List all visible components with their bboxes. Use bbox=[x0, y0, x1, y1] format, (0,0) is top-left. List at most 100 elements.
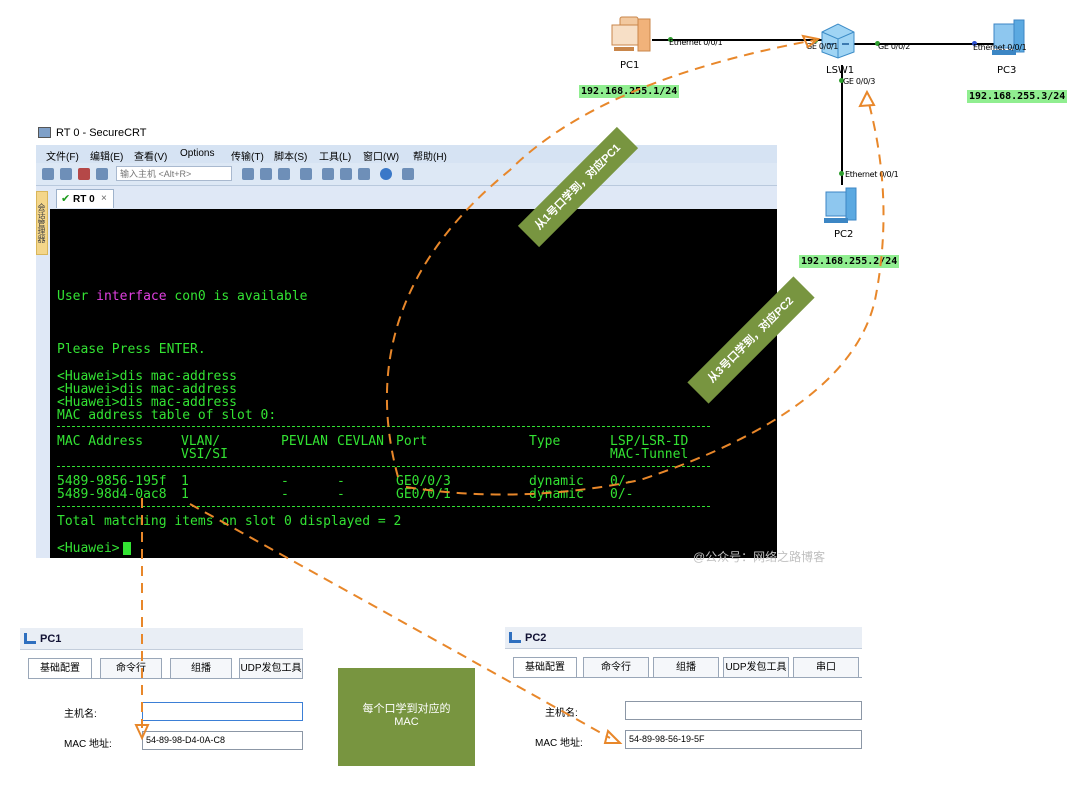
menu-edit[interactable]: 编辑(E) bbox=[90, 152, 124, 163]
port-dot-pc3 bbox=[972, 41, 977, 46]
pc2-label: PC2 bbox=[834, 229, 854, 240]
pc1-ip-tag: 192.168.255.1/24 bbox=[579, 85, 680, 98]
menu-options[interactable]: Options bbox=[180, 148, 215, 159]
arrowhead-pc2 bbox=[858, 89, 876, 108]
disconnect-icon[interactable] bbox=[78, 168, 90, 180]
summary-note-line1: 每个口学到对应的 bbox=[362, 703, 451, 715]
quick-connect-icon[interactable] bbox=[60, 168, 72, 180]
pc2-panel-titlebar: PC2 bbox=[505, 627, 862, 649]
mac-label: MAC 地址: bbox=[535, 738, 583, 749]
menu-view[interactable]: 查看(V) bbox=[134, 152, 168, 163]
port-dot-ge3 bbox=[839, 78, 844, 83]
find-icon[interactable] bbox=[278, 168, 290, 180]
print-icon[interactable] bbox=[300, 168, 312, 180]
settings-icon[interactable] bbox=[322, 168, 334, 180]
menu-window[interactable]: 窗口(W) bbox=[363, 152, 400, 163]
tab-basic-config[interactable]: 基础配置 bbox=[28, 658, 92, 679]
tab-udp-tool[interactable]: UDP发包工具 bbox=[723, 657, 789, 678]
summary-note: 每个口学到对应的 MAC bbox=[338, 668, 475, 766]
tab-command-line[interactable]: 命令行 bbox=[100, 658, 162, 679]
terminal-prompt: <Huawei> bbox=[57, 541, 120, 556]
summary-note-line2: MAC bbox=[394, 716, 419, 728]
connect-icon[interactable] bbox=[42, 168, 54, 180]
pc1-device-icon[interactable] bbox=[606, 15, 654, 59]
host-input[interactable]: 输入主机 <Alt+R> bbox=[116, 166, 232, 181]
mac-row-1-mac: 5489-9856-195f bbox=[57, 474, 167, 489]
mac-address-field[interactable]: 54-89-98-56-19-5F bbox=[625, 730, 862, 749]
link-lsw1-pc3 bbox=[846, 43, 1006, 45]
tab-close-icon[interactable]: × bbox=[101, 193, 107, 204]
mac-label: MAC 地址: bbox=[64, 739, 112, 750]
mac-row-2-vlan: 1 bbox=[181, 487, 189, 502]
session-manager-sidetab[interactable]: 会话管理器 bbox=[36, 191, 48, 255]
tab-basic-config[interactable]: 基础配置 bbox=[513, 657, 577, 678]
col-port-header: Port bbox=[396, 434, 428, 449]
tab-multicast[interactable]: 组播 bbox=[170, 658, 232, 679]
menu-script[interactable]: 脚本(S) bbox=[274, 152, 308, 163]
pc3-port-label: Ethernet 0/0/1 bbox=[973, 43, 1027, 52]
pc2-config-panel: PC2 基础配置 命令行 组播 UDP发包工具 串口 主机名: MAC 地址: … bbox=[505, 627, 862, 767]
terminal-separator bbox=[57, 426, 710, 427]
col-pevlan-header: PEVLAN bbox=[281, 434, 328, 449]
terminal-press-enter: Please Press ENTER. bbox=[57, 342, 206, 357]
col-cevlan-header: CEVLAN bbox=[337, 434, 384, 449]
pc2-ip-tag: 192.168.255.2/24 bbox=[799, 255, 900, 268]
terminal-cmd-1: <Huawei>dis mac-address bbox=[57, 369, 238, 384]
mac-row-2-lsp: 0/- bbox=[610, 487, 634, 502]
pc1-config-panel: PC1 基础配置 命令行 组播 UDP发包工具 主机名: MAC 地址: 54-… bbox=[20, 628, 303, 768]
lsw1-ge1-label: GE 0/0/1 bbox=[806, 42, 839, 51]
tab-udp-tool[interactable]: UDP发包工具 bbox=[239, 658, 303, 679]
terminal-screen[interactable]: User interface con0 is available Please … bbox=[50, 209, 777, 558]
paste-icon[interactable] bbox=[260, 168, 272, 180]
mac-row-1-vlan: 1 bbox=[181, 474, 189, 489]
tab-multicast[interactable]: 组播 bbox=[653, 657, 719, 678]
pc-window-icon bbox=[509, 632, 521, 643]
mac-row-2-type: dynamic bbox=[529, 487, 584, 502]
pc1-port-label: Ethernet 0/0/1 bbox=[669, 38, 723, 47]
mac-row-1-cevlan: - bbox=[337, 474, 345, 489]
mac-address-field[interactable]: 54-89-98-D4-0A-C8 bbox=[142, 731, 303, 750]
pc-window-icon bbox=[24, 633, 36, 644]
menu-transfer[interactable]: 传输(T) bbox=[231, 152, 264, 163]
pc3-ip-tag: 192.168.255.3/24 bbox=[967, 90, 1068, 103]
mac-row-2-port: GE0/0/1 bbox=[396, 487, 451, 502]
help-icon[interactable] bbox=[380, 168, 392, 180]
copy-icon[interactable] bbox=[242, 168, 254, 180]
connected-check-icon: ✔ bbox=[61, 193, 71, 205]
menu-tools[interactable]: 工具(L) bbox=[319, 152, 352, 163]
tab-serial[interactable]: 串口 bbox=[793, 657, 859, 678]
session-tabs: ✔ RT 0 × bbox=[36, 186, 777, 208]
port-dot-pc2 bbox=[839, 171, 844, 176]
pc3-device-icon[interactable] bbox=[986, 18, 1030, 62]
menu-bar: 文件(F) 编辑(E) 查看(V) Options 传输(T) 脚本(S) 工具… bbox=[36, 145, 777, 163]
tab-command-line[interactable]: 命令行 bbox=[583, 657, 649, 678]
screen-icon[interactable] bbox=[402, 168, 414, 180]
pc1-panel-title: PC1 bbox=[40, 633, 62, 645]
mac-row-2-mac: 5489-98d4-0ac8 bbox=[57, 487, 167, 502]
watermark-text: @公众号：网络之路博客 bbox=[693, 550, 826, 564]
window-titlebar: RT 0 - SecureCRT bbox=[36, 121, 777, 145]
tab-rt0[interactable]: ✔ RT 0 × bbox=[56, 189, 114, 208]
menu-help[interactable]: 帮助(H) bbox=[413, 152, 447, 163]
terminal-cursor bbox=[123, 542, 131, 555]
pc2-device-icon[interactable] bbox=[818, 186, 862, 230]
options-icon[interactable] bbox=[340, 168, 352, 180]
toolbar: 输入主机 <Alt+R> bbox=[36, 163, 777, 186]
col-vsi-header: VSI/SI bbox=[181, 447, 228, 462]
terminal-cmd-2: <Huawei>dis mac-address bbox=[57, 382, 238, 397]
pc1-label: PC1 bbox=[620, 60, 640, 71]
reconnect-icon[interactable] bbox=[96, 168, 108, 180]
hostname-input[interactable] bbox=[625, 701, 862, 720]
terminal-table-title: MAC address table of slot 0: bbox=[57, 408, 277, 423]
port-dot-ge2 bbox=[875, 41, 880, 46]
terminal-user-line: User interface con0 is available bbox=[57, 289, 308, 304]
hostname-input[interactable] bbox=[142, 702, 303, 721]
keymap-icon[interactable] bbox=[358, 168, 370, 180]
col-vlan-header: VLAN/ bbox=[181, 434, 221, 449]
lsw1-switch-icon[interactable] bbox=[818, 22, 858, 60]
lsw1-label: LSW1 bbox=[826, 65, 855, 76]
terminal-cmd-3: <Huawei>dis mac-address bbox=[57, 395, 238, 410]
menu-file[interactable]: 文件(F) bbox=[46, 152, 79, 163]
mac-row-1-pevlan: - bbox=[281, 474, 289, 489]
hostname-label: 主机名: bbox=[64, 709, 97, 720]
